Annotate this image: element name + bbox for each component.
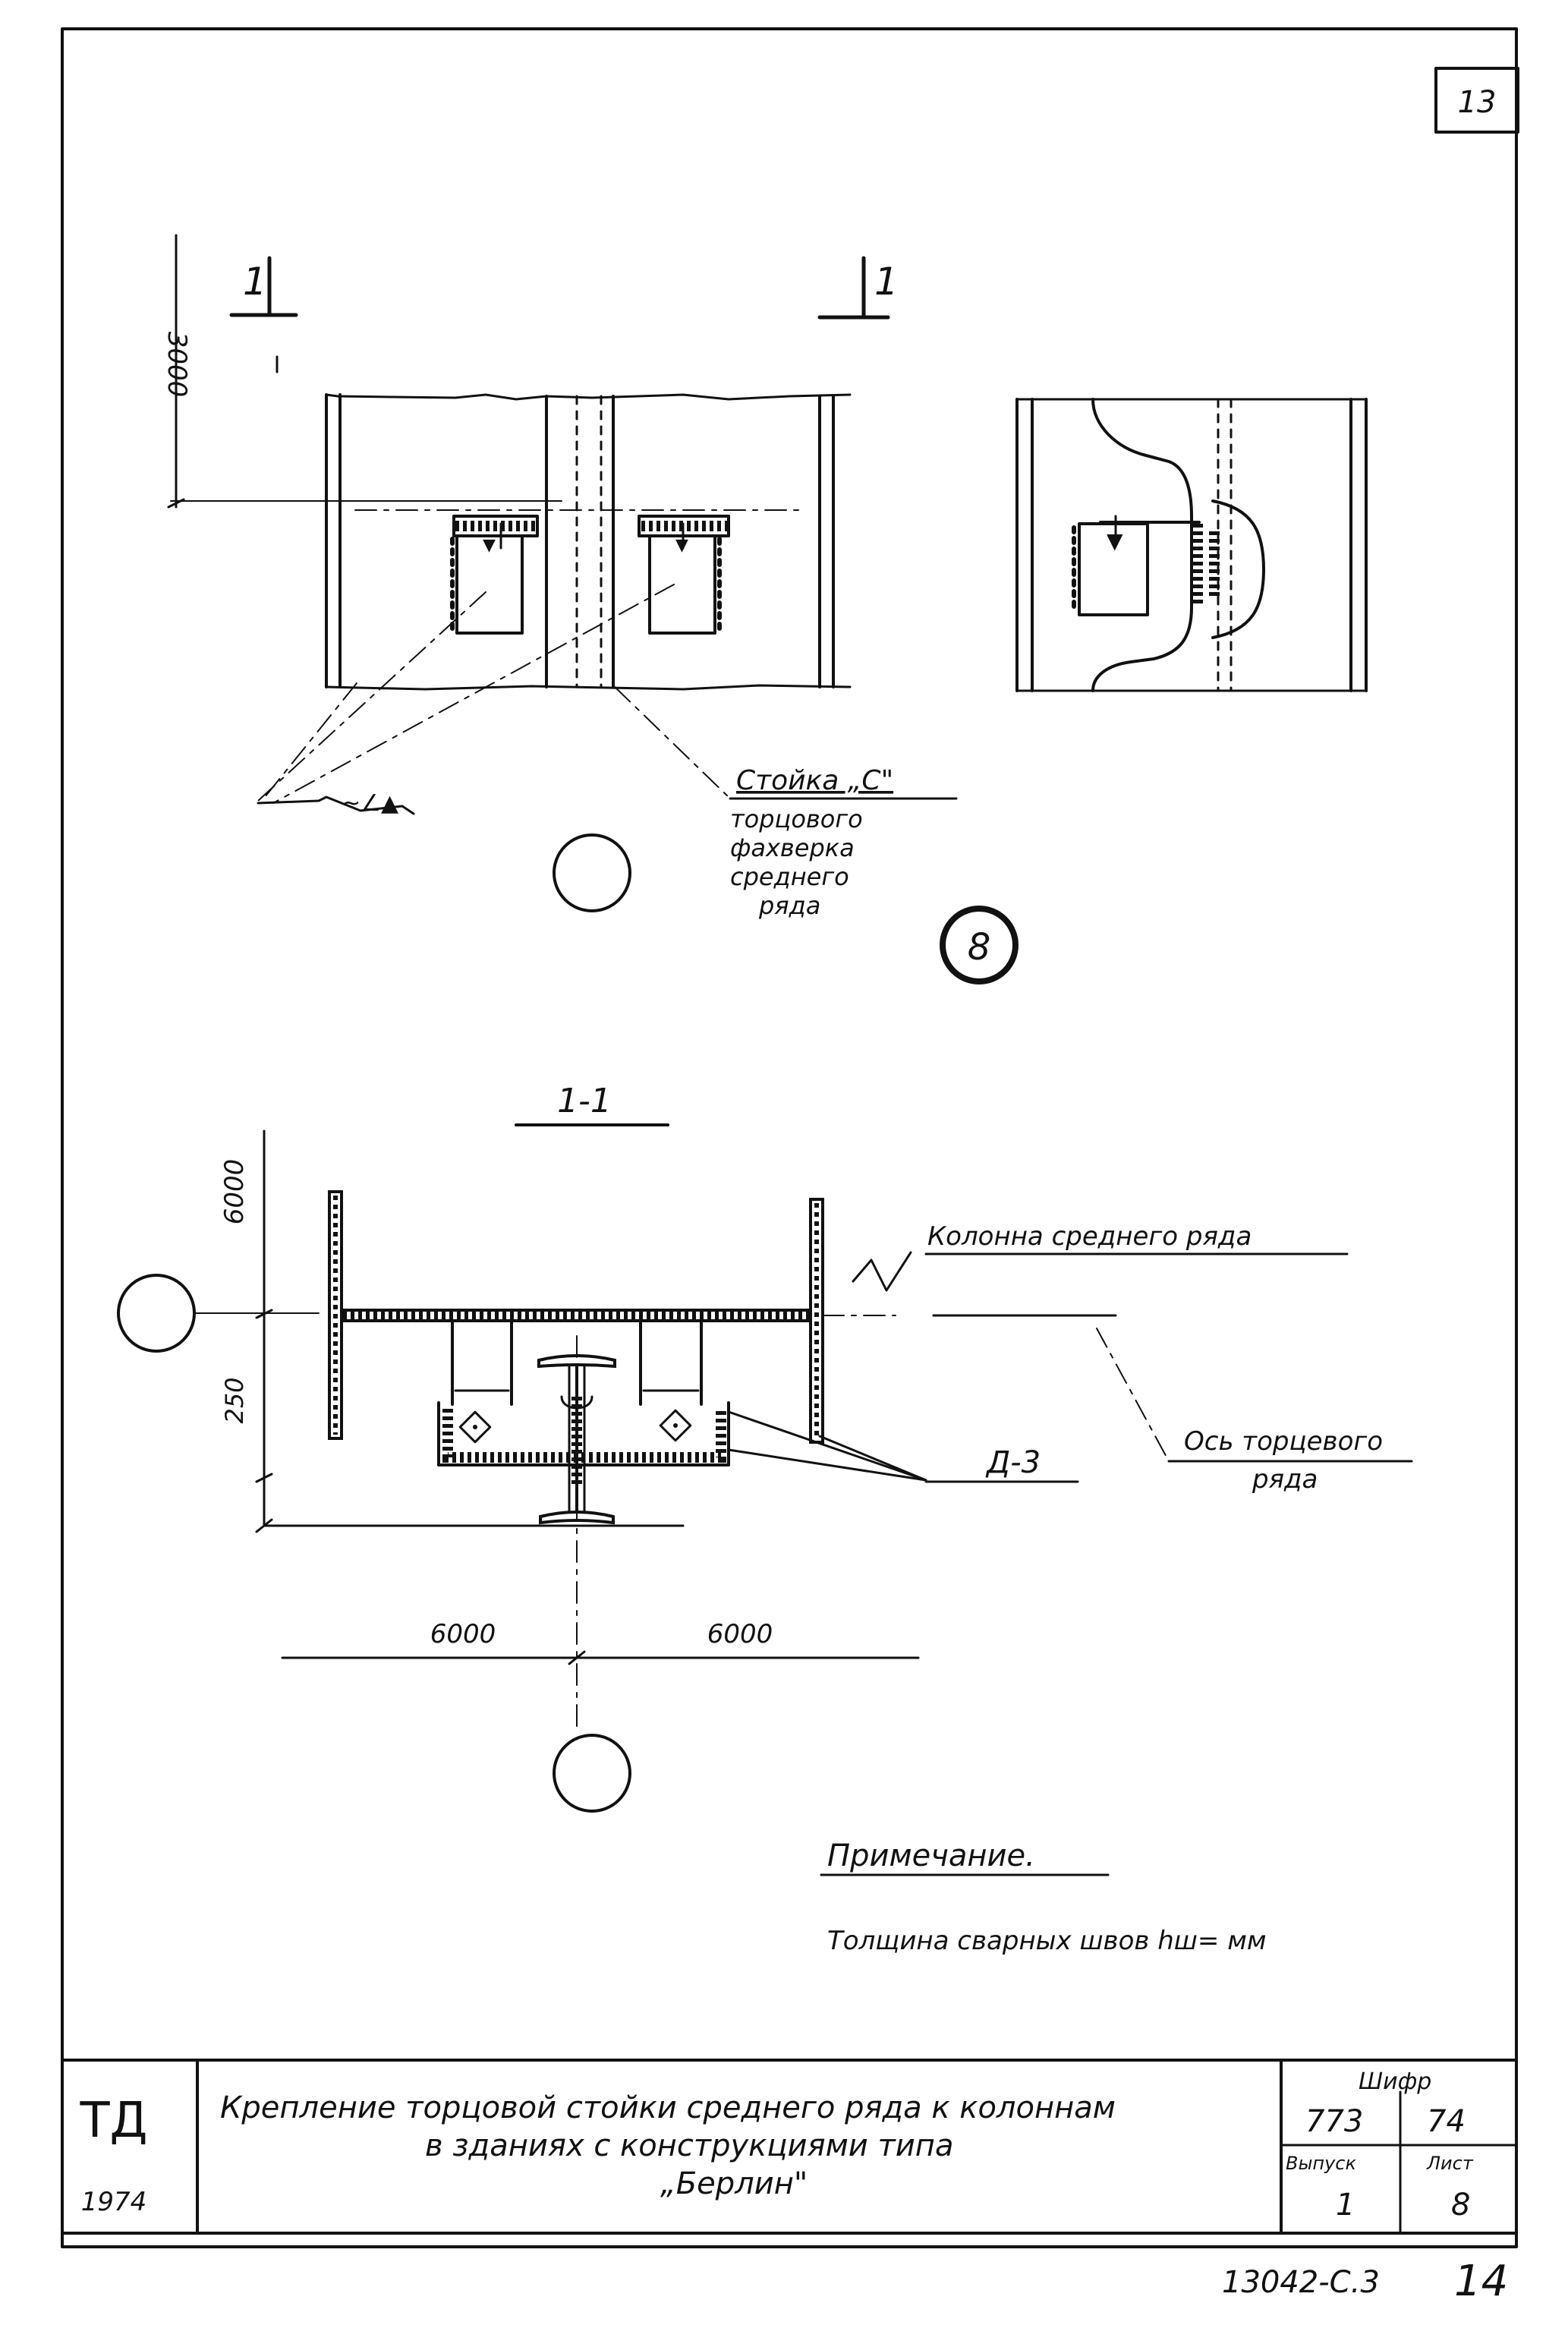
weld-symbol-mark: ~∠▲ (342, 790, 398, 817)
note-heading: Примечание. (827, 1838, 1035, 1873)
axis-circle-bottom (553, 1734, 631, 1813)
bracket-d3-right (639, 1321, 703, 1442)
page-number: 13 (1458, 85, 1497, 120)
post-label: Стойка „С" (736, 765, 893, 796)
note-text: Толщина сварных швов hш= мм (827, 1926, 1267, 1956)
page-number-box: 13 (1434, 67, 1519, 134)
issue-value: 1 (1336, 2188, 1355, 2223)
column-left (328, 1190, 343, 1440)
bracket-left: ▼ (450, 515, 539, 635)
post-desc-line1: торцового (730, 805, 863, 833)
bottom-page: 14 (1454, 2257, 1508, 2306)
axis-label-line1: Ось торцевого (1184, 1426, 1383, 1457)
elevation-left-view: 1 1 3000 (162, 234, 1019, 985)
post-desc-line2: фахверка (730, 833, 855, 862)
note-block: Примечание. Толщина сварных швов hш= мм (820, 1838, 1267, 1956)
post-desc-line4: ряда (758, 891, 820, 920)
cipher-a: 773 (1305, 2104, 1363, 2139)
axis-circle-left (117, 1274, 196, 1353)
sheet-value: 8 (1451, 2188, 1470, 2223)
bracket-right: ▼ (638, 515, 730, 635)
title-year: 1974 (81, 2187, 147, 2217)
section-1-1: 1-1 6000 250 (117, 1082, 1413, 1813)
section-cut-left: 1 (229, 256, 298, 317)
span-right: 6000 (707, 1619, 773, 1649)
elevation-right-view: ▼ (1015, 398, 1368, 692)
weld-leaders: ~∠▲ (257, 584, 675, 817)
span-dimension: 6000 6000 (281, 1619, 920, 1665)
section-cut-right: 1 (817, 256, 899, 320)
detail-callout-number: 8 (968, 926, 991, 969)
part-mark-d3: Д-3 (985, 1445, 1041, 1480)
dimension-3000: 3000 (162, 234, 562, 509)
section-title: 1-1 (557, 1082, 612, 1120)
dimension-250-vertical: 250 (220, 1377, 249, 1423)
post-desc-line3: среднего (730, 862, 849, 891)
cipher-b: 74 (1427, 2104, 1466, 2139)
cut-mark-left: 1 (243, 260, 267, 304)
title-line3: „Берлин" (660, 2166, 808, 2201)
sheet-border (61, 27, 1518, 2248)
svg-text:▼: ▼ (1107, 528, 1123, 553)
svg-text:▼: ▼ (483, 536, 496, 555)
logo-td: ТД (79, 2093, 147, 2149)
span-left: 6000 (430, 1619, 496, 1649)
title-line2: в зданиях с конструкциями типа (425, 2128, 953, 2163)
axis-circle-top (553, 833, 631, 912)
title-block: ТД 1974 Крепление торцовой стойки средне… (61, 2059, 1518, 2235)
cipher-label: Шифр (1359, 2068, 1431, 2095)
dimension-6000-vertical: 6000 (219, 1159, 250, 1225)
dimension-3000-label: 3000 (162, 332, 192, 398)
bottom-code: 13042-С.3 (1222, 2265, 1380, 2300)
column-label: Колонна среднего ряда (927, 1221, 1252, 1252)
sheet-label: Лист (1426, 2153, 1474, 2174)
issue-label: Выпуск (1286, 2153, 1357, 2174)
column-right (809, 1198, 824, 1444)
title-line1: Крепление торцовой стойки среднего ряда … (220, 2090, 1116, 2125)
post-c (545, 395, 615, 688)
detail-callout: 8 (940, 906, 1019, 985)
axis-label-line2: ряда (1252, 1464, 1318, 1495)
cut-mark-right: 1 (874, 260, 899, 304)
svg-text:▼: ▼ (675, 536, 688, 555)
